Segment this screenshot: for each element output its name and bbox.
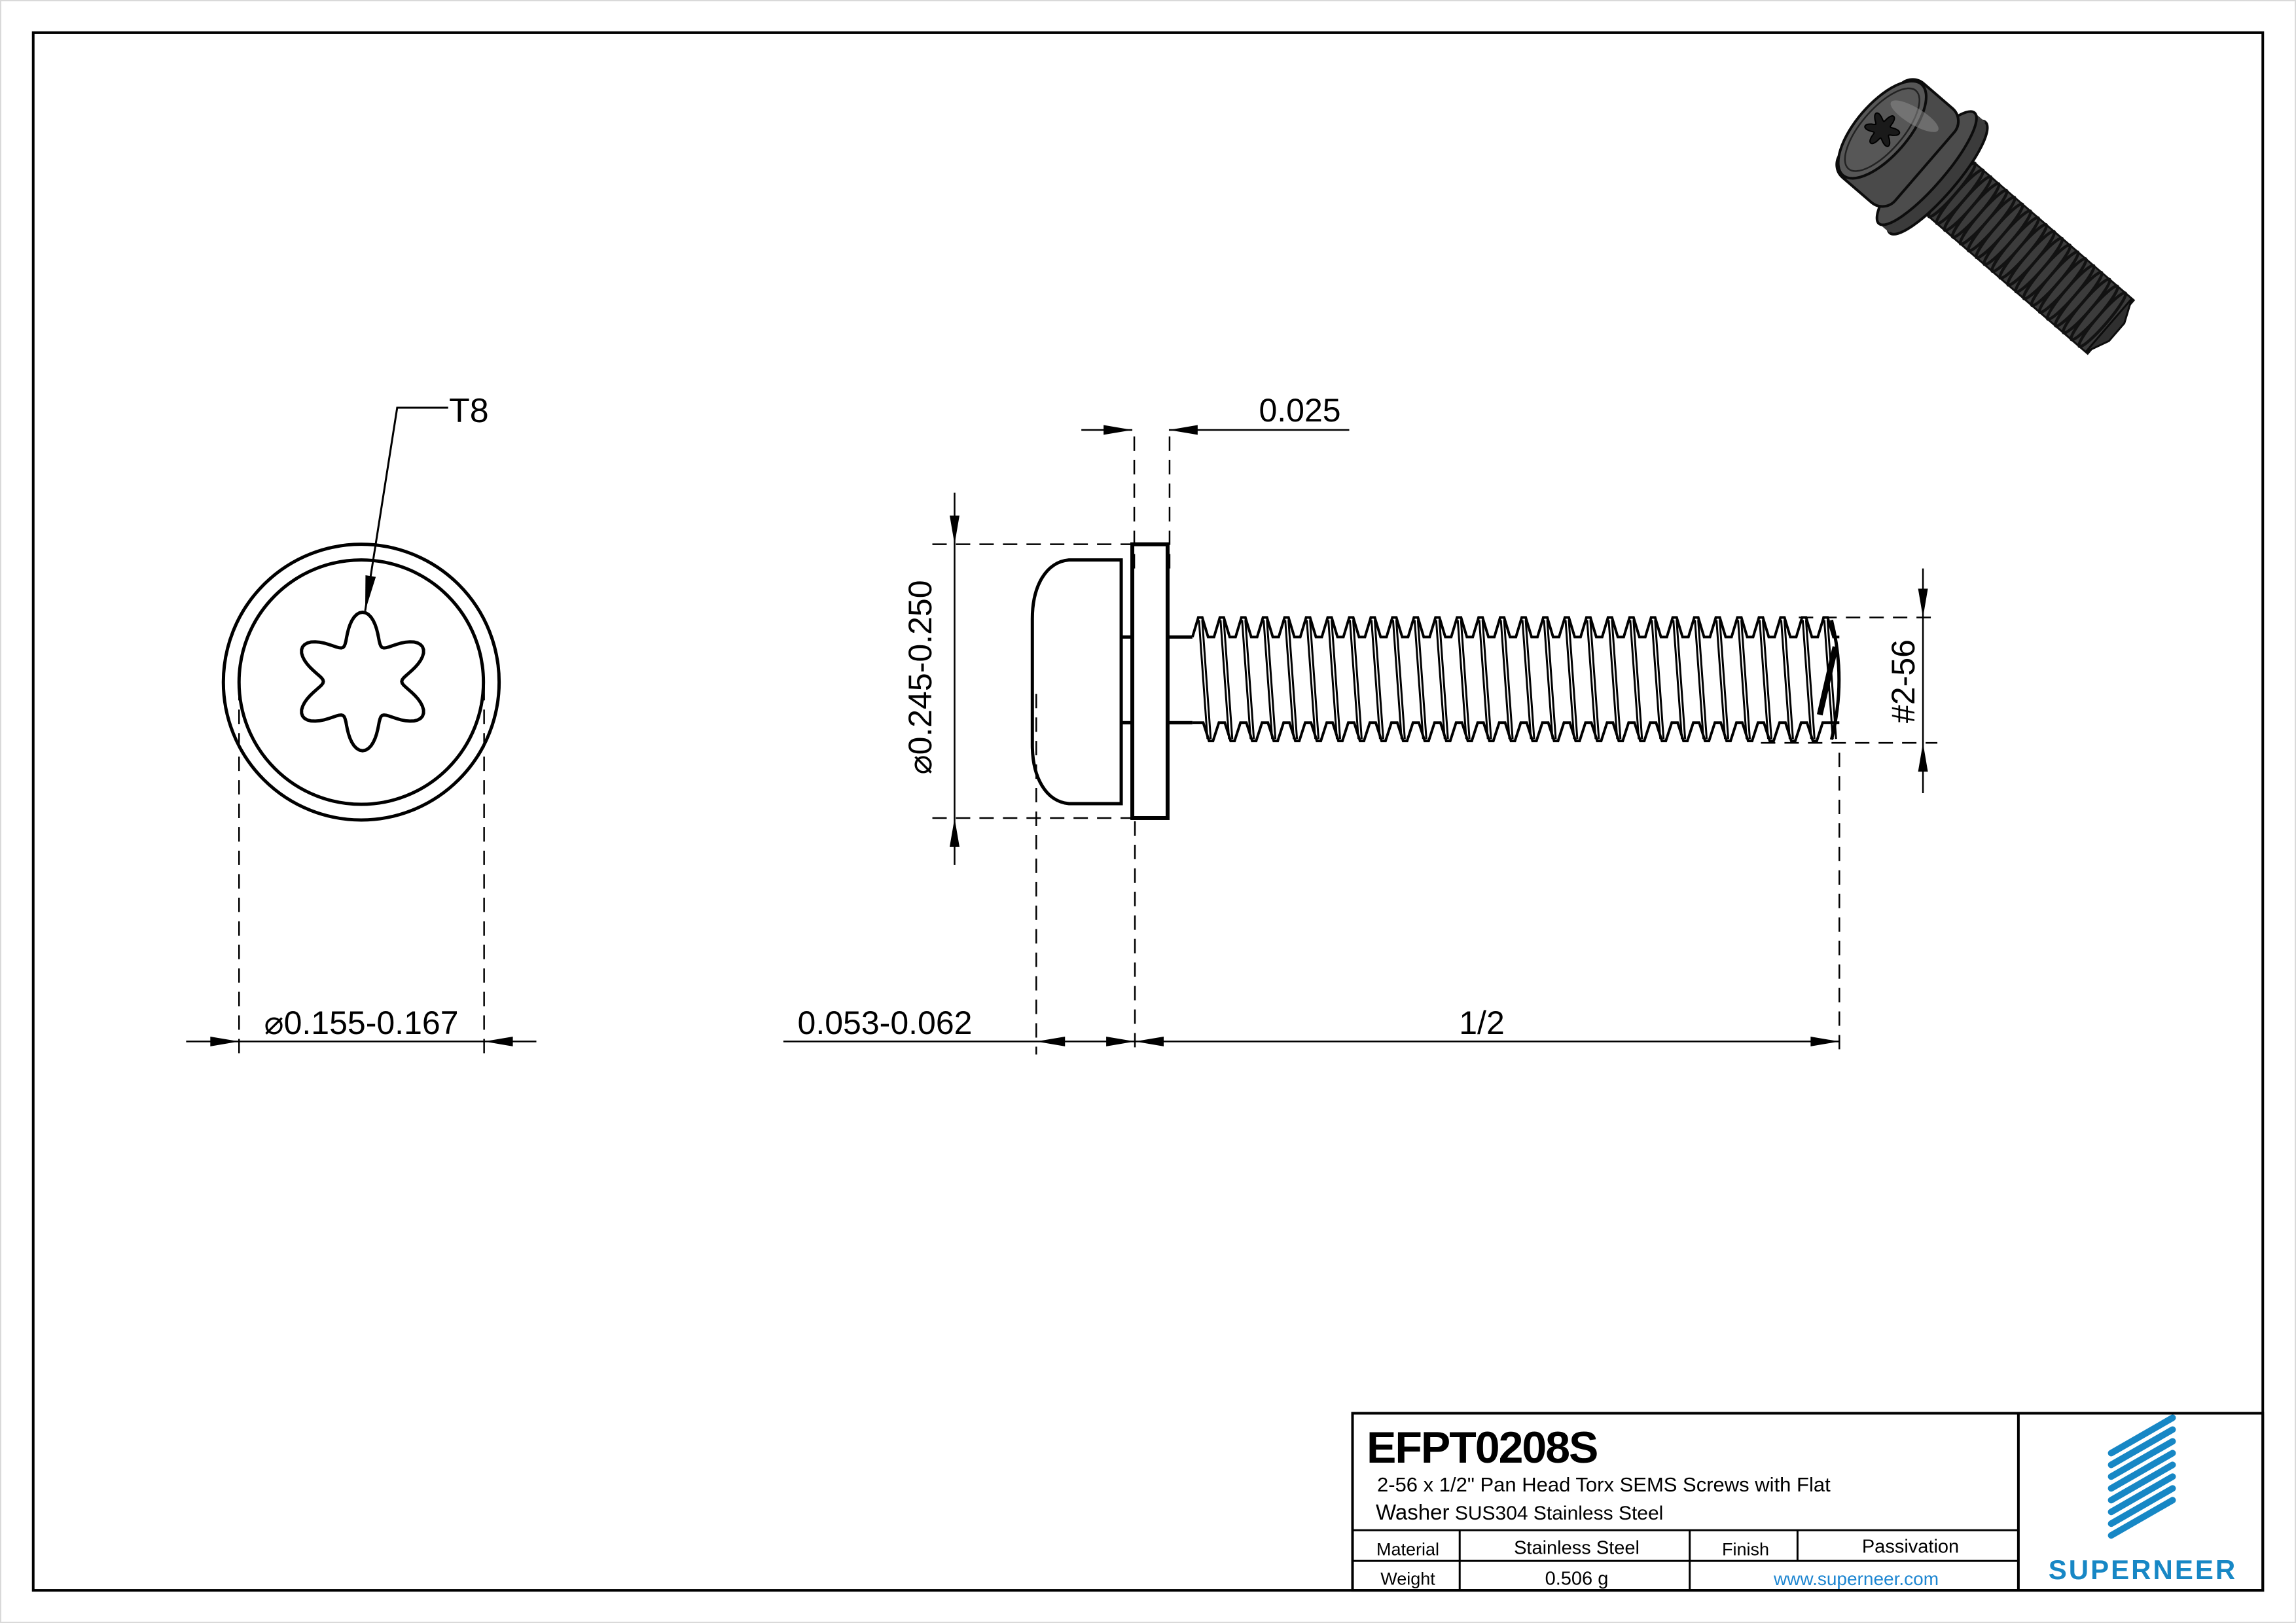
thread-bottom-outline xyxy=(1193,722,1839,741)
description-line2-prefix: Washer xyxy=(1376,1500,1449,1524)
head-height-dim: 0.053-0.062 xyxy=(798,1007,973,1039)
drawing-frame xyxy=(33,33,2263,1590)
part-number: EFPT0208S xyxy=(1367,1425,1597,1470)
brand-logo-stripes xyxy=(2111,1418,2173,1536)
thread-length-dim: 1/2 xyxy=(1459,1007,1505,1039)
t8-leader-line xyxy=(365,408,448,611)
washer-thickness-dim: 0.025 xyxy=(1259,394,1340,427)
description-line2-rest: SUS304 Stainless Steel xyxy=(1449,1503,1663,1524)
torx-size-label: T8 xyxy=(449,394,489,428)
thread-size-dim: #2-56 xyxy=(1887,639,1920,723)
weight-value: 0.506 g xyxy=(1545,1570,1609,1589)
finish-label: Finish xyxy=(1722,1541,1769,1559)
weight-label: Weight xyxy=(1380,1571,1435,1588)
brand-name: SUPERNEER xyxy=(2049,1556,2237,1584)
pan-head-profile xyxy=(1032,560,1121,804)
material-value: Stainless Steel xyxy=(1514,1539,1640,1558)
washer-outline-circle xyxy=(223,544,499,820)
finish-value: Passivation xyxy=(1862,1538,1959,1557)
head-outline-circle xyxy=(239,560,483,804)
flat-washer-profile xyxy=(1132,544,1168,818)
material-label: Material xyxy=(1376,1541,1439,1559)
torx-recess-outline xyxy=(302,612,423,751)
head-diameter-dim: ⌀0.245-0.250 xyxy=(904,580,937,775)
extension-lines xyxy=(239,437,1937,1054)
recess-diameter-dim: ⌀0.155-0.167 xyxy=(264,1007,459,1039)
screw-3d-render xyxy=(1814,57,2164,387)
front-view xyxy=(223,408,499,820)
dimension-arrowheads xyxy=(210,425,1928,1046)
website-link[interactable]: www.superneer.com xyxy=(1774,1570,1939,1588)
side-view xyxy=(1032,544,1839,818)
description-line1: 2-56 x 1/2" Pan Head Torx SEMS Screws wi… xyxy=(1377,1474,1831,1495)
description-line2: Washer SUS304 Stainless Steel xyxy=(1376,1501,1663,1524)
